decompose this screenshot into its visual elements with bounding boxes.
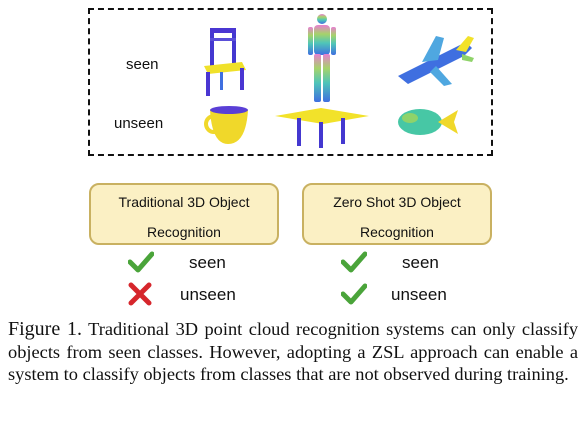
zero-shot-seen-label: seen [402, 253, 439, 272]
row-label-seen: seen [126, 56, 159, 73]
person-point-cloud [308, 14, 336, 102]
zero-shot-title-line2: Recognition [360, 224, 434, 240]
table-point-cloud [275, 108, 369, 148]
cup-point-cloud [204, 106, 248, 144]
figure-panel [88, 8, 493, 156]
row-label-unseen: unseen [114, 115, 164, 132]
traditional-recognition-box: Traditional 3D Object Recognition [89, 183, 279, 245]
traditional-unseen-label: unseen [180, 285, 236, 304]
figure-caption: Figure 1. Traditional 3D point cloud rec… [8, 318, 578, 386]
traditional-title-line1: Traditional 3D Object [118, 194, 250, 210]
traditional-unseen-cross-icon [128, 282, 152, 306]
chair-point-cloud [204, 28, 246, 96]
fish-point-cloud [398, 109, 458, 135]
caption-text: Traditional 3D point cloud recognition s… [8, 319, 579, 384]
traditional-title-line2: Recognition [147, 224, 221, 240]
zero-shot-title-line1: Zero Shot 3D Object [333, 194, 461, 210]
zero-shot-unseen-check-icon [341, 283, 367, 305]
zero-shot-seen-check-icon [341, 251, 367, 273]
zero-shot-unseen-label: unseen [391, 285, 447, 304]
traditional-seen-check-icon [128, 251, 154, 273]
zero-shot-recognition-box: Zero Shot 3D Object Recognition [302, 183, 492, 245]
airplane-point-cloud [398, 36, 474, 86]
traditional-seen-label: seen [189, 253, 226, 272]
caption-label: Figure 1. [8, 318, 83, 340]
